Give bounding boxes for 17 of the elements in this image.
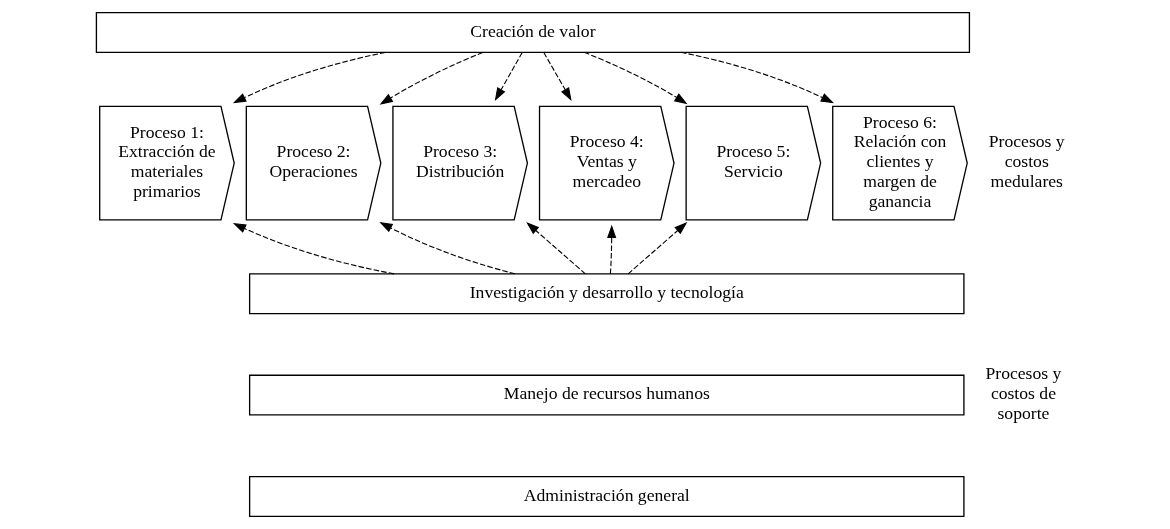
arrow bbox=[494, 51, 523, 101]
arrow bbox=[232, 223, 395, 275]
arrow bbox=[583, 51, 688, 105]
arrow bbox=[607, 224, 617, 275]
arrow bbox=[379, 221, 516, 275]
arrow bbox=[627, 222, 688, 275]
arrow bbox=[526, 222, 586, 275]
label: Procesos y costos medulares bbox=[988, 131, 1065, 192]
node-box: Administración general bbox=[248, 476, 965, 518]
node-box: Creación de valor bbox=[95, 11, 971, 53]
arrow bbox=[379, 51, 484, 105]
arrow bbox=[543, 51, 572, 101]
node-box: Investigación y desarrollo y tecnología bbox=[248, 273, 965, 315]
arrow bbox=[680, 51, 835, 104]
arrow bbox=[232, 51, 386, 104]
label: Procesos y costos de soporte bbox=[985, 363, 1062, 424]
node-box: Manejo de recursos humanos bbox=[248, 374, 965, 416]
